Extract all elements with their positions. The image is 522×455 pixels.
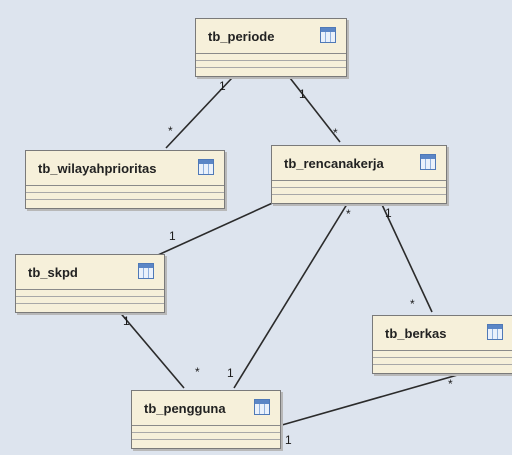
mult-pengguna-berkas-from: 1 bbox=[285, 433, 292, 447]
attribute-section bbox=[26, 186, 224, 193]
entity-header: tb_periode bbox=[196, 19, 346, 54]
entity-header: tb_berkas bbox=[373, 316, 513, 351]
mult-rencanakerja-berkas-to: * bbox=[410, 297, 415, 311]
entity-header: tb_wilayahprioritas bbox=[26, 151, 224, 186]
mult-pengguna-rencanakerja-from: 1 bbox=[227, 366, 234, 380]
operation-section bbox=[132, 433, 280, 440]
entity-footer-section bbox=[16, 304, 164, 312]
entity-name: tb_rencanakerja bbox=[284, 155, 384, 171]
mult-skpd-rencanakerja-to: * bbox=[283, 197, 288, 211]
mult-periode-rencanakerja-to: * bbox=[333, 126, 338, 140]
attribute-section bbox=[16, 290, 164, 297]
entity-header: tb_pengguna bbox=[132, 391, 280, 426]
attribute-section bbox=[196, 54, 346, 61]
entity-footer-section bbox=[26, 200, 224, 208]
table-icon bbox=[138, 263, 154, 279]
entity-tb-rencanakerja[interactable]: tb_rencanakerja bbox=[271, 145, 447, 204]
operation-section bbox=[272, 188, 446, 195]
entity-footer-section bbox=[132, 440, 280, 448]
link-rencanakerja-berkas[interactable] bbox=[377, 195, 433, 313]
attribute-section bbox=[373, 351, 513, 358]
entity-footer-section bbox=[196, 68, 346, 76]
mult-skpd-rencanakerja-from: 1 bbox=[169, 229, 176, 243]
entity-name: tb_wilayahprioritas bbox=[38, 160, 157, 176]
entity-tb-wilayahprioritas[interactable]: tb_wilayahprioritas bbox=[25, 150, 225, 209]
mult-periode-rencanakerja-from: 1 bbox=[299, 87, 306, 101]
link-pengguna-berkas[interactable] bbox=[281, 371, 469, 426]
link-skpd-pengguna[interactable] bbox=[111, 302, 185, 389]
mult-pengguna-berkas-to: * bbox=[448, 377, 453, 391]
table-icon bbox=[420, 154, 436, 170]
mult-skpd-pengguna-to: * bbox=[195, 365, 200, 379]
table-icon bbox=[487, 324, 503, 340]
table-icon bbox=[198, 159, 214, 175]
attribute-section bbox=[132, 426, 280, 433]
link-skpd-rencanakerja[interactable] bbox=[157, 195, 289, 256]
operation-section bbox=[196, 61, 346, 68]
link-pengguna-rencanakerja[interactable] bbox=[233, 195, 353, 389]
entity-tb-periode[interactable]: tb_periode bbox=[195, 18, 347, 77]
mult-skpd-pengguna-from: 1 bbox=[123, 314, 130, 328]
table-icon bbox=[254, 399, 270, 415]
table-icon bbox=[320, 27, 336, 43]
entity-name: tb_pengguna bbox=[144, 400, 226, 416]
entity-name: tb_skpd bbox=[28, 264, 78, 280]
operation-section bbox=[26, 193, 224, 200]
mult-periode-wilayah-to: * bbox=[168, 124, 173, 138]
operation-section bbox=[373, 358, 513, 365]
entity-footer-section bbox=[272, 195, 446, 203]
entity-name: tb_berkas bbox=[385, 325, 447, 341]
attribute-section bbox=[272, 181, 446, 188]
entity-header: tb_rencanakerja bbox=[272, 146, 446, 181]
mult-rencanakerja-berkas-from: 1 bbox=[385, 206, 392, 220]
mult-pengguna-rencanakerja-to: * bbox=[346, 207, 351, 221]
link-periode-wilayah[interactable] bbox=[165, 77, 233, 149]
entity-footer-section bbox=[373, 365, 513, 373]
entity-tb-pengguna[interactable]: tb_pengguna bbox=[131, 390, 281, 449]
link-periode-rencanakerja[interactable] bbox=[289, 77, 341, 143]
entity-tb-skpd[interactable]: tb_skpd bbox=[15, 254, 165, 313]
entity-name: tb_periode bbox=[208, 28, 275, 44]
entity-tb-berkas[interactable]: tb_berkas bbox=[372, 315, 514, 374]
mult-periode-wilayah-from: 1 bbox=[219, 79, 226, 93]
entity-header: tb_skpd bbox=[16, 255, 164, 290]
operation-section bbox=[16, 297, 164, 304]
